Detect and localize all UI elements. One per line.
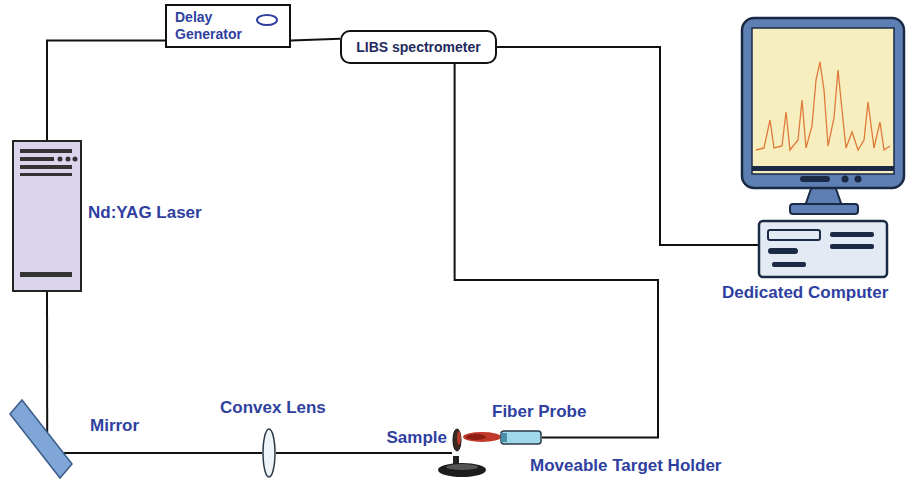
- connector-line: [455, 64, 658, 438]
- target-holder-shape: [436, 456, 490, 478]
- monitor-figure: [742, 18, 904, 214]
- computer-case-shape: [758, 220, 888, 278]
- target-holder: Moveable Target Holder: [436, 456, 490, 478]
- laser-unit-shape: [12, 140, 82, 292]
- part-label: Mirror: [90, 416, 139, 436]
- delay-generator-box: Delay Generator: [165, 4, 291, 48]
- part-label: Nd:YAG Laser: [88, 203, 202, 223]
- connector-line: [47, 41, 165, 140]
- convex-lens: Convex Lens: [262, 428, 276, 478]
- box-label: Delay Generator: [175, 9, 249, 43]
- part-label: Moveable Target Holder: [530, 456, 721, 476]
- mirror: Mirror: [10, 400, 72, 478]
- indicator-icon: [255, 13, 279, 27]
- plasma-core: [466, 434, 486, 440]
- sample: Sample: [452, 428, 463, 458]
- part-label: Convex Lens: [220, 398, 326, 418]
- part-label: Dedicated Computer: [722, 283, 888, 303]
- connector-line: [46, 292, 48, 432]
- fiber-probe: Fiber Probe: [500, 430, 542, 445]
- convex-lens-shape: [262, 428, 276, 478]
- laser-unit: Nd:YAG Laser: [12, 140, 82, 292]
- connector-line: [276, 452, 452, 454]
- fiber-probe-shape: [500, 430, 542, 445]
- plasma-plume: [463, 432, 501, 442]
- connector-line: [497, 47, 758, 245]
- mirror-shape: [10, 400, 72, 478]
- spectrometer-box: LIBS spectrometer: [340, 30, 497, 64]
- part-label: Sample: [387, 428, 447, 448]
- sample-shape: [452, 428, 463, 458]
- part-label: Fiber Probe: [492, 402, 586, 422]
- computer-case: Dedicated Computer: [758, 220, 888, 278]
- connector-line: [64, 452, 262, 454]
- box-label: LIBS spectrometer: [356, 39, 480, 56]
- connector-line: [291, 39, 340, 41]
